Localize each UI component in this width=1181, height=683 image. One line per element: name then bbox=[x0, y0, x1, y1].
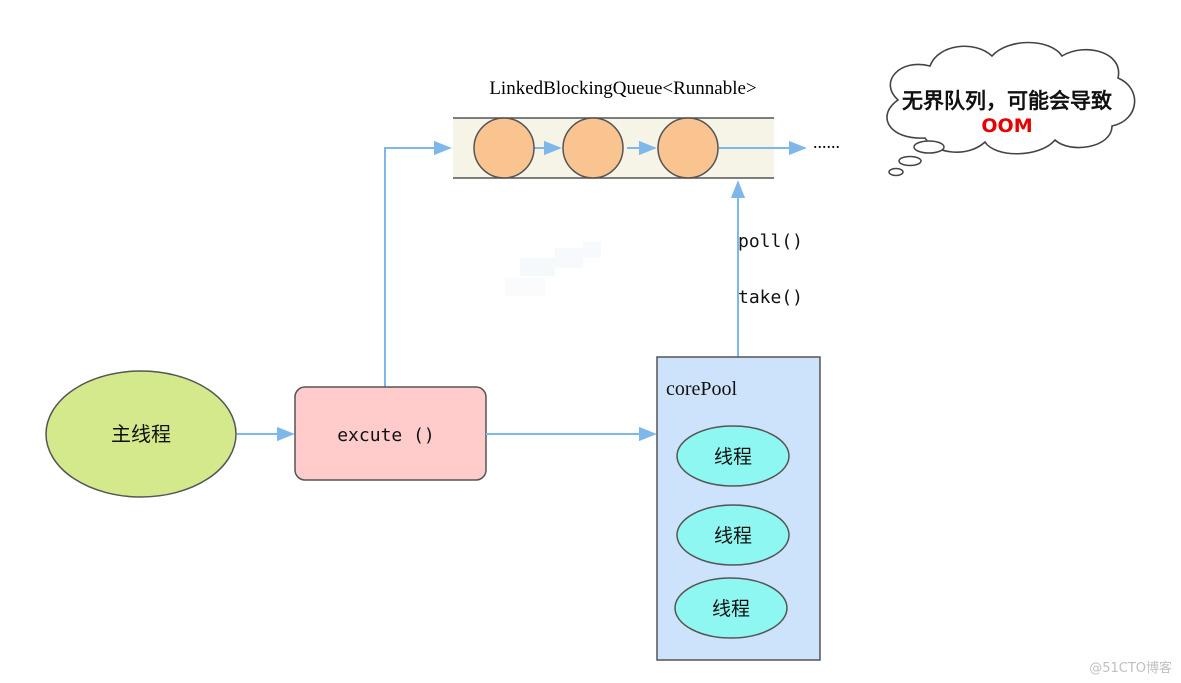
cloud-oom-text: OOM bbox=[981, 115, 1032, 137]
queue-label: LinkedBlockingQueue<Runnable> bbox=[489, 78, 756, 99]
queue-continuation: ...... bbox=[813, 132, 840, 152]
thread-node bbox=[674, 577, 788, 639]
oom-cloud bbox=[886, 41, 1136, 177]
take-method-label: take() bbox=[738, 287, 803, 308]
queue-item bbox=[473, 117, 535, 179]
queue-item bbox=[562, 117, 624, 179]
execute-to-queue-arrow bbox=[384, 140, 452, 387]
thread-node bbox=[676, 504, 790, 566]
background-smudge bbox=[505, 242, 601, 296]
thread-node bbox=[676, 425, 790, 487]
core-pool-label: corePool bbox=[666, 378, 738, 400]
execute-label: excute () bbox=[337, 425, 435, 446]
thread-label: 线程 bbox=[712, 598, 750, 620]
poll-method-label: poll() bbox=[738, 231, 803, 252]
thread-label: 线程 bbox=[714, 446, 752, 468]
thread-label: 线程 bbox=[714, 525, 752, 547]
main-thread-node bbox=[45, 370, 237, 498]
watermark: @51CTO博客 bbox=[1089, 660, 1172, 676]
main-thread-label: 主线程 bbox=[111, 422, 171, 446]
cloud-warning-text: 无界队列，可能会导致 bbox=[902, 89, 1113, 113]
queue-item bbox=[657, 117, 719, 179]
